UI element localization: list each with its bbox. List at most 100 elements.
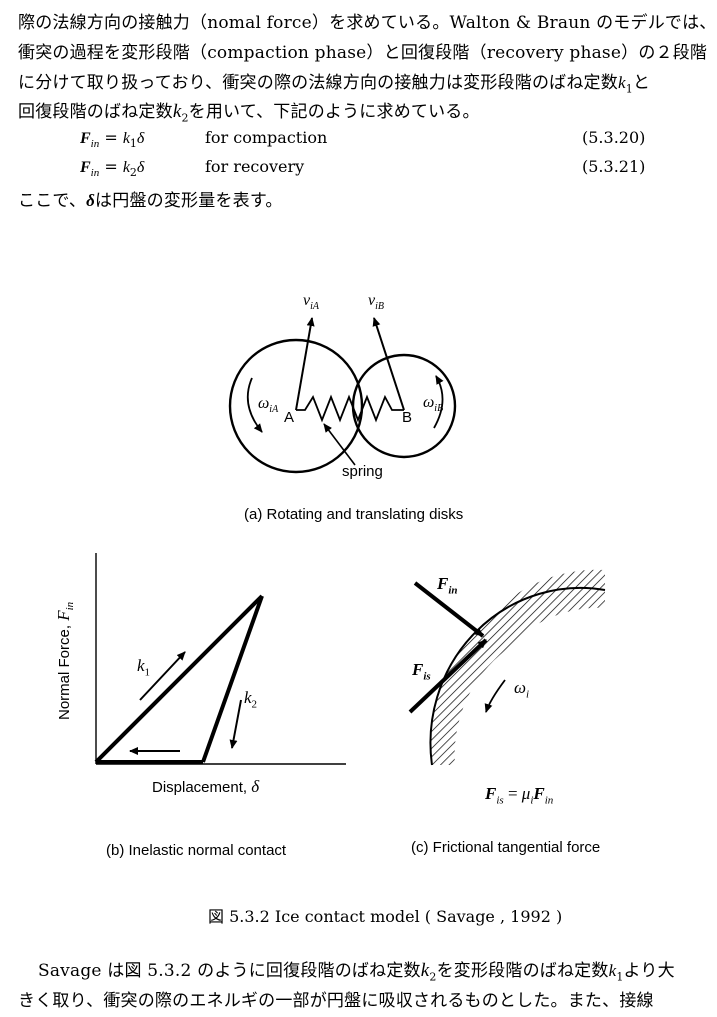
k1-symbol: k [617,73,626,92]
k2-symbol: k [172,101,182,122]
eq-mu-sub: i [530,794,534,807]
k1-arrow [139,651,186,701]
eq-lhs: F [80,159,91,176]
k2-symbol: k [420,960,430,981]
eq-k-sub: 1 [129,137,137,151]
rotation-arrow-a [246,377,263,433]
unloading-line [201,595,264,763]
equation-5-3-21: Fin = k2δ [80,157,145,180]
eq-k: k [122,159,130,176]
spring-zigzag [296,394,404,423]
x-label-delta: δ [251,777,260,796]
v-sub: iA [310,301,319,313]
after-eq-pre: ここで、 [18,191,87,211]
omega-sub: i [526,688,530,701]
label-omega-iA: ωiA [258,395,278,415]
spring-pointer [323,423,356,466]
y-label-F: F [54,610,73,621]
label-point-A: A [284,409,295,426]
paragraph-line-2: 衝突の過程を変形段階（compaction phase）と回復段階（recove… [18,43,708,63]
label-F-is: Fis [412,660,431,682]
k1-symbol: k [608,961,617,980]
v-symbol: v [303,292,311,309]
omega-arrow [484,679,506,713]
label-k1: k1 [137,656,150,678]
k2-subscript: 2 [181,111,189,125]
caption-a: (a) Rotating and translating disks [244,506,464,523]
caption-b: (b) Inelastic normal contact [106,842,287,859]
eq-lhs-sub: in [90,138,100,151]
eq-F2-sub: in [544,794,554,807]
paragraph-line-4-end: を用いて、下記のように求めている。 [188,102,480,122]
omega-sub: iB [434,403,444,415]
label-F-in: Fin [437,574,458,596]
equation-5-3-21-number: (5.3.21) [582,157,646,176]
eq-F-sub: is [496,794,504,807]
k-sub: 2 [251,698,258,711]
v-sub: iB [375,301,384,313]
paragraph-after-equations: ここで、δは円盤の変形量を表す。 [18,186,283,211]
paragraph2-line-1: Savage は図 5.3.2 のように回復段階のばね定数k2を変形段階のばね定… [38,956,675,983]
label-k2: k2 [244,688,257,710]
F-sub: is [423,670,431,683]
v-symbol: v [368,292,376,309]
friction-equation: Fis = μiFin [485,784,554,807]
disk-a [228,338,364,474]
velocity-vector-a [295,317,315,411]
paragraph-line-4-text: 回復段階のばね定数 [18,102,173,122]
eq-lhs: F [80,130,91,147]
figure-5-3-2 [94,317,606,766]
paragraph-line-3: に分けて取り扱っており、衝突の際の法線方向の接触力は変形段階のばね定数k1と [18,68,650,95]
k2-arrow [229,699,242,749]
eq-k-sub: 2 [129,166,137,180]
velocity-vector-b [372,317,405,411]
label-point-B: B [402,409,413,426]
x-axis-label: Displacement, δ [152,777,259,797]
eq-mu: μ [521,784,531,803]
loading-line [94,594,264,764]
label-omega-i: ωi [514,678,529,700]
label-omega-iB: ωiB [423,394,443,414]
F-symbol: F [437,574,449,593]
equation-5-3-20-condition: for compaction [205,128,328,147]
p2-line1-mid: を変形段階のばね定数 [436,961,609,981]
eq-delta: δ [136,159,145,176]
diagram-b-inelastic-contact [94,553,346,765]
k-symbol: k [137,656,145,675]
k2-sub: 2 [429,970,437,984]
eq-k: k [122,130,130,147]
omega-symbol: ω [423,394,435,411]
figure-caption: 図 5.3.2 Ice contact model ( Savage , 199… [208,907,563,926]
label-spring: spring [342,463,383,480]
equation-5-3-21-condition: for recovery [205,157,305,176]
hatched-disk-surface [430,569,605,765]
omega-symbol: ω [258,395,270,412]
paragraph-line-4: 回復段階のばね定数k2を用いて、下記のように求めている。 [18,97,480,124]
eq-F: F [485,784,497,803]
label-v-iB: viB [368,292,384,312]
delta-symbol: δ [86,191,96,210]
paragraph2-line-2: きく取り、衝突の際のエネルギの一部が円盤に吸収されるものとした。また、接線 [18,991,654,1011]
paragraph-line-3-end: と [632,73,651,93]
y-label-text: Normal Force, [56,624,73,720]
paragraph-line-1: 際の法線方向の接触力（nomal force）を求めている。Walton & B… [18,13,717,33]
label-v-iA: viA [303,292,319,312]
paragraph-line-3-text: に分けて取り扱っており、衝突の際の法線方向の接触力は変形段階のばね定数 [18,73,618,93]
F-symbol: F [412,660,424,679]
eq-lhs-sub: in [90,167,100,180]
force-F-is-arrow [408,638,488,714]
eq-F2: F [533,784,545,803]
force-F-in-arrow [413,581,485,638]
eq-delta: δ [136,130,145,147]
k1-subscript: 1 [625,82,633,96]
y-label-sub: in [64,601,76,611]
k1-sub: 1 [616,970,624,984]
equation-5-3-20-number: (5.3.20) [582,128,646,147]
after-eq-post: は円盤の変形量を表す。 [95,191,283,211]
diagram-a-rotating-disks [228,317,457,474]
p2-line1-pre: Savage は図 5.3.2 のように回復段階のばね定数 [38,961,421,981]
F-sub: in [448,584,458,597]
omega-sub: iA [269,404,279,416]
x-label-text: Displacement, [152,779,248,796]
y-axis-label: Normal Force, Fin [54,602,76,720]
